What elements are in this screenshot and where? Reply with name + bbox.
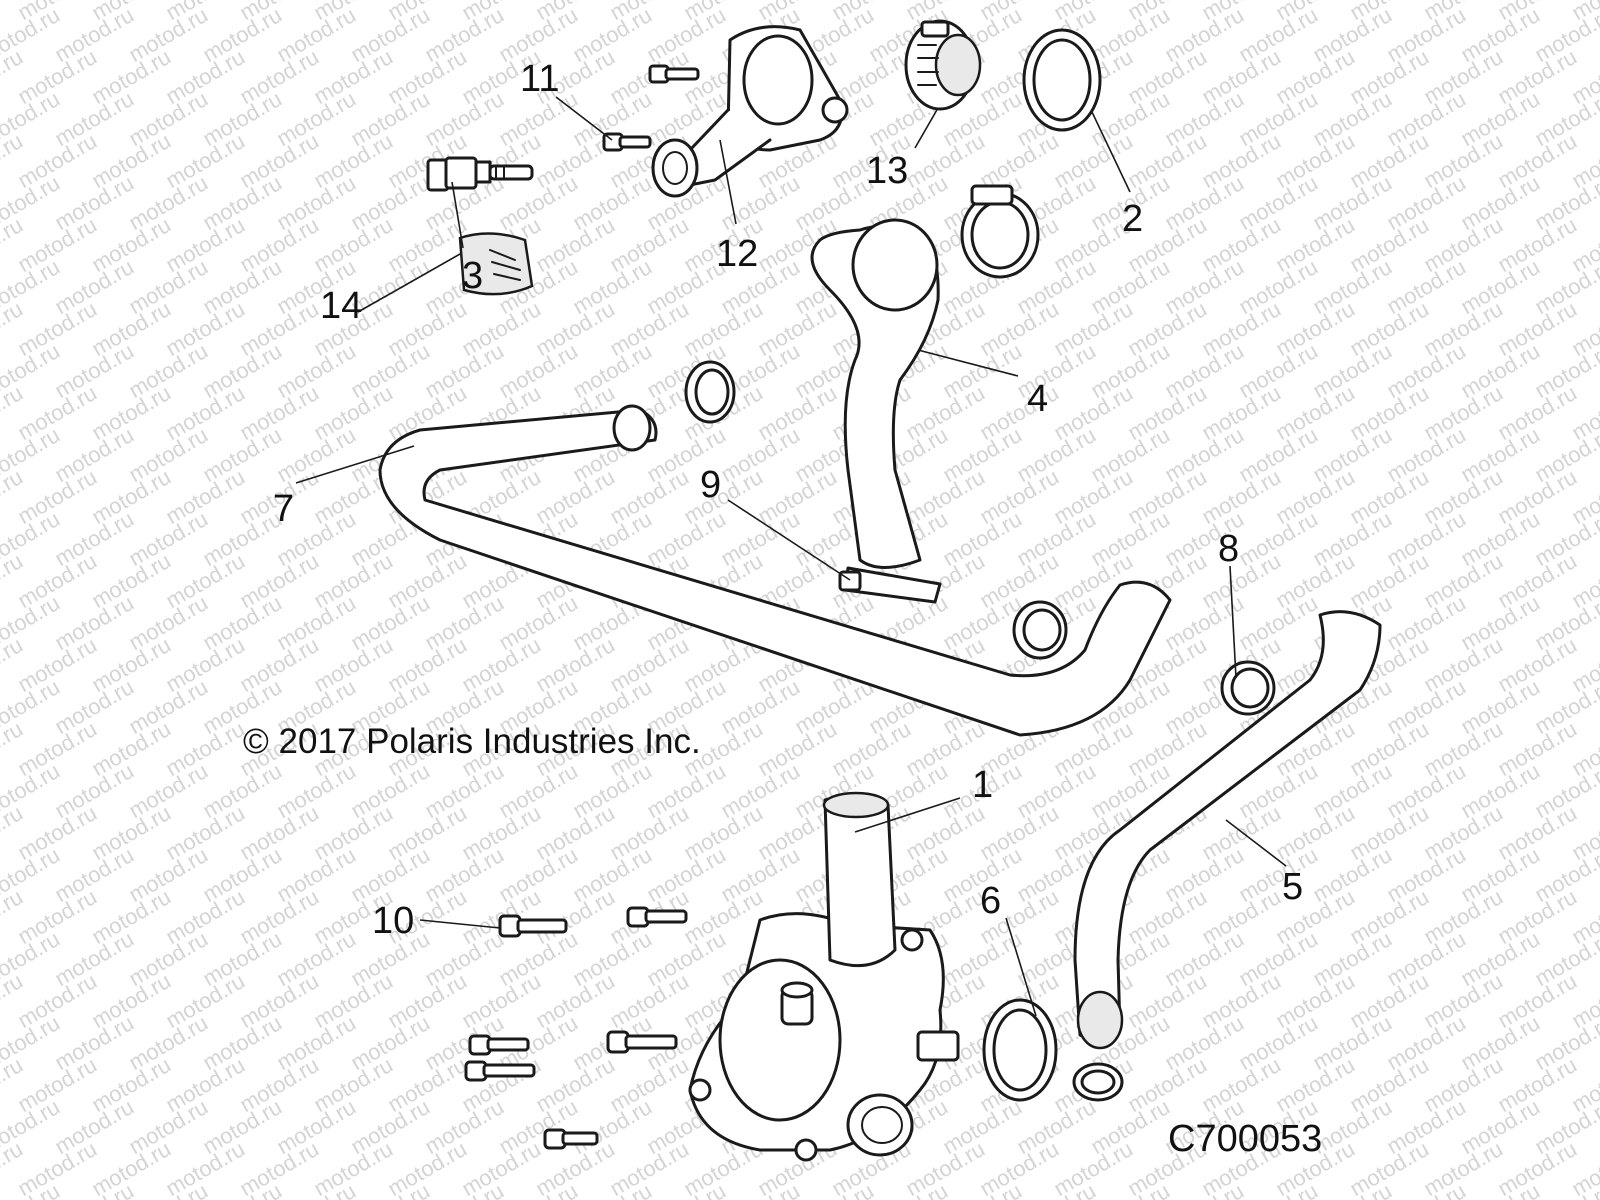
callout-6: 6 [980,880,1002,922]
leader-lines [295,96,1287,1017]
part-8-hose-clamp [1220,660,1276,716]
hose-clamp-mid [684,360,736,424]
callout-4: 4 [1027,378,1049,420]
callout-8: 8 [1218,528,1240,570]
part-3-temperature-sensor [426,156,534,192]
part-4-coolant-hose [810,218,940,569]
hose-clamp-upper [960,184,1040,279]
callout-13: 13 [866,150,909,192]
part-1-water-pump [688,791,960,1162]
part-12-thermostat-housing [651,25,849,198]
part-10-bolts [464,906,688,1150]
callout-3: 3 [462,255,484,297]
hose-clamp-right [1012,600,1068,660]
callout-2: 2 [1122,198,1144,240]
part-11-bolts [602,64,700,152]
part-14-connector [458,232,534,296]
callout-11: 11 [520,58,560,100]
callout-12: 12 [716,233,759,275]
callout-14: 14 [320,285,363,327]
copyright-notice: © 2017 Polaris Industries Inc. [243,722,701,761]
callout-5: 5 [1282,866,1304,908]
part-9-hose-clamp [838,566,942,604]
callout-7: 7 [273,488,295,530]
part-7-bypass-hose [378,404,1172,737]
part-6-o-ring [982,998,1058,1102]
callout-1: 1 [972,764,994,806]
hose-clamp-lower [1072,1062,1124,1102]
part-5-coolant-hose [1073,610,1382,1050]
callout-10: 10 [372,900,415,942]
drawing-code: C700053 [1168,1118,1323,1160]
part-13-thermostat [904,19,982,111]
callout-9: 9 [700,464,722,506]
part-2-seal-ring [1022,28,1102,132]
